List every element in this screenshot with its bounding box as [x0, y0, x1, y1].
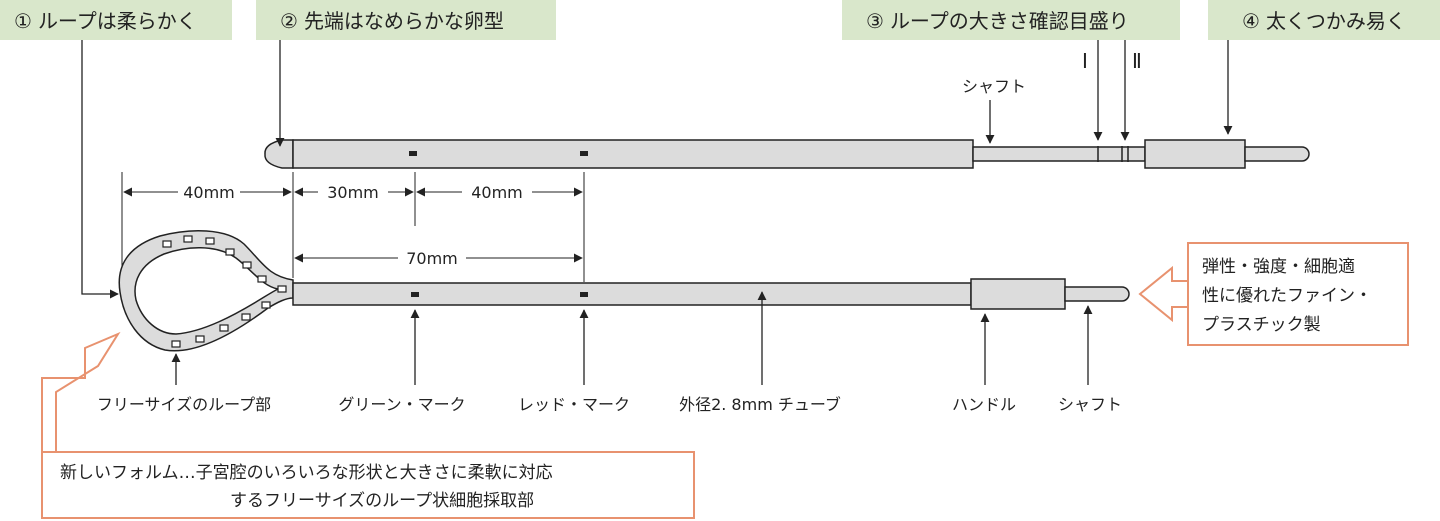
bottom-pointers — [171, 291, 1093, 385]
loop-hole — [225, 248, 235, 256]
material-line-3: プラスチック製 — [1202, 315, 1321, 335]
loop-hole — [241, 313, 251, 321]
dimension-lines — [121, 172, 585, 282]
dim-label-loop-tube: 40mm — [183, 183, 235, 202]
material-box — [1187, 242, 1409, 346]
form-arrow — [41, 331, 121, 518]
loop-hole — [219, 324, 229, 332]
loop-hole — [277, 285, 287, 293]
feature-4-bg — [1208, 0, 1440, 40]
header-pointers — [81, 40, 1233, 299]
label-shaft: シャフト — [1058, 395, 1122, 414]
loop-band — [118, 230, 294, 352]
loop-hole — [183, 235, 193, 243]
form-line-1: 新しいフォルム…子宮腔のいろいろな形状と大きさに柔軟に対応 — [60, 463, 553, 483]
scale-mark-label-1: Ⅰ — [1082, 49, 1088, 73]
material-line-2: 性に優れたファイン・ — [1202, 286, 1372, 306]
dim-label-tube-green: 30mm — [327, 183, 379, 202]
bottom-tube — [292, 282, 972, 306]
feature-2-bg — [256, 0, 556, 40]
top-shaft-left — [972, 146, 1146, 162]
material-line-1: 弾性・強度・細胞適 — [1202, 257, 1355, 277]
dim-label-green-red: 40mm — [471, 183, 523, 202]
top-handle — [1144, 139, 1246, 169]
feature-3-bg — [842, 0, 1180, 40]
loop-hole — [205, 237, 215, 245]
loop-hole — [195, 335, 205, 343]
loop-hole — [171, 340, 181, 348]
loop-hole — [162, 240, 172, 248]
bottom-handle — [970, 278, 1066, 310]
material-arrow — [1138, 260, 1189, 326]
form-callout: 新しいフォルム…子宮腔のいろいろな形状と大きさに柔軟に対応 するフリーサイズのル… — [41, 331, 695, 519]
bottom-device — [292, 278, 1130, 310]
loop-holes — [162, 235, 287, 348]
bottom-shaft — [1064, 286, 1130, 302]
top-shaft-label: シャフト — [962, 77, 1026, 96]
form-line-2: するフリーサイズのループ状細胞採取部 — [230, 491, 534, 511]
dim-label-tube-red: 70mm — [406, 249, 458, 268]
feature-1-bg — [0, 0, 232, 40]
scale-mark-label-2: Ⅱ — [1132, 49, 1142, 73]
form-box — [41, 451, 695, 519]
label-loop-part: フリーサイズのループ部 — [97, 395, 271, 414]
top-red-mark — [580, 151, 588, 156]
top-shaft-right — [1244, 146, 1310, 162]
bottom-red-mark — [580, 292, 588, 297]
bottom-green-mark — [411, 292, 419, 297]
label-tube: 外径2. 8mm チューブ — [679, 395, 841, 414]
material-callout: 弾性・強度・細胞適 性に優れたファイン・ プラスチック製 — [1138, 242, 1409, 346]
label-green-mark: グリーン・マーク — [338, 395, 465, 414]
pointer-loop — [81, 40, 119, 299]
loop-hole — [257, 275, 267, 283]
top-device — [264, 139, 1310, 169]
loop-hole — [261, 301, 271, 309]
top-tube — [292, 139, 974, 169]
label-red-mark: レッド・マーク — [518, 395, 630, 414]
label-handle: ハンドル — [952, 395, 1016, 414]
top-green-mark — [409, 151, 417, 156]
loop-hole — [242, 261, 252, 269]
egg-tip — [264, 139, 294, 169]
